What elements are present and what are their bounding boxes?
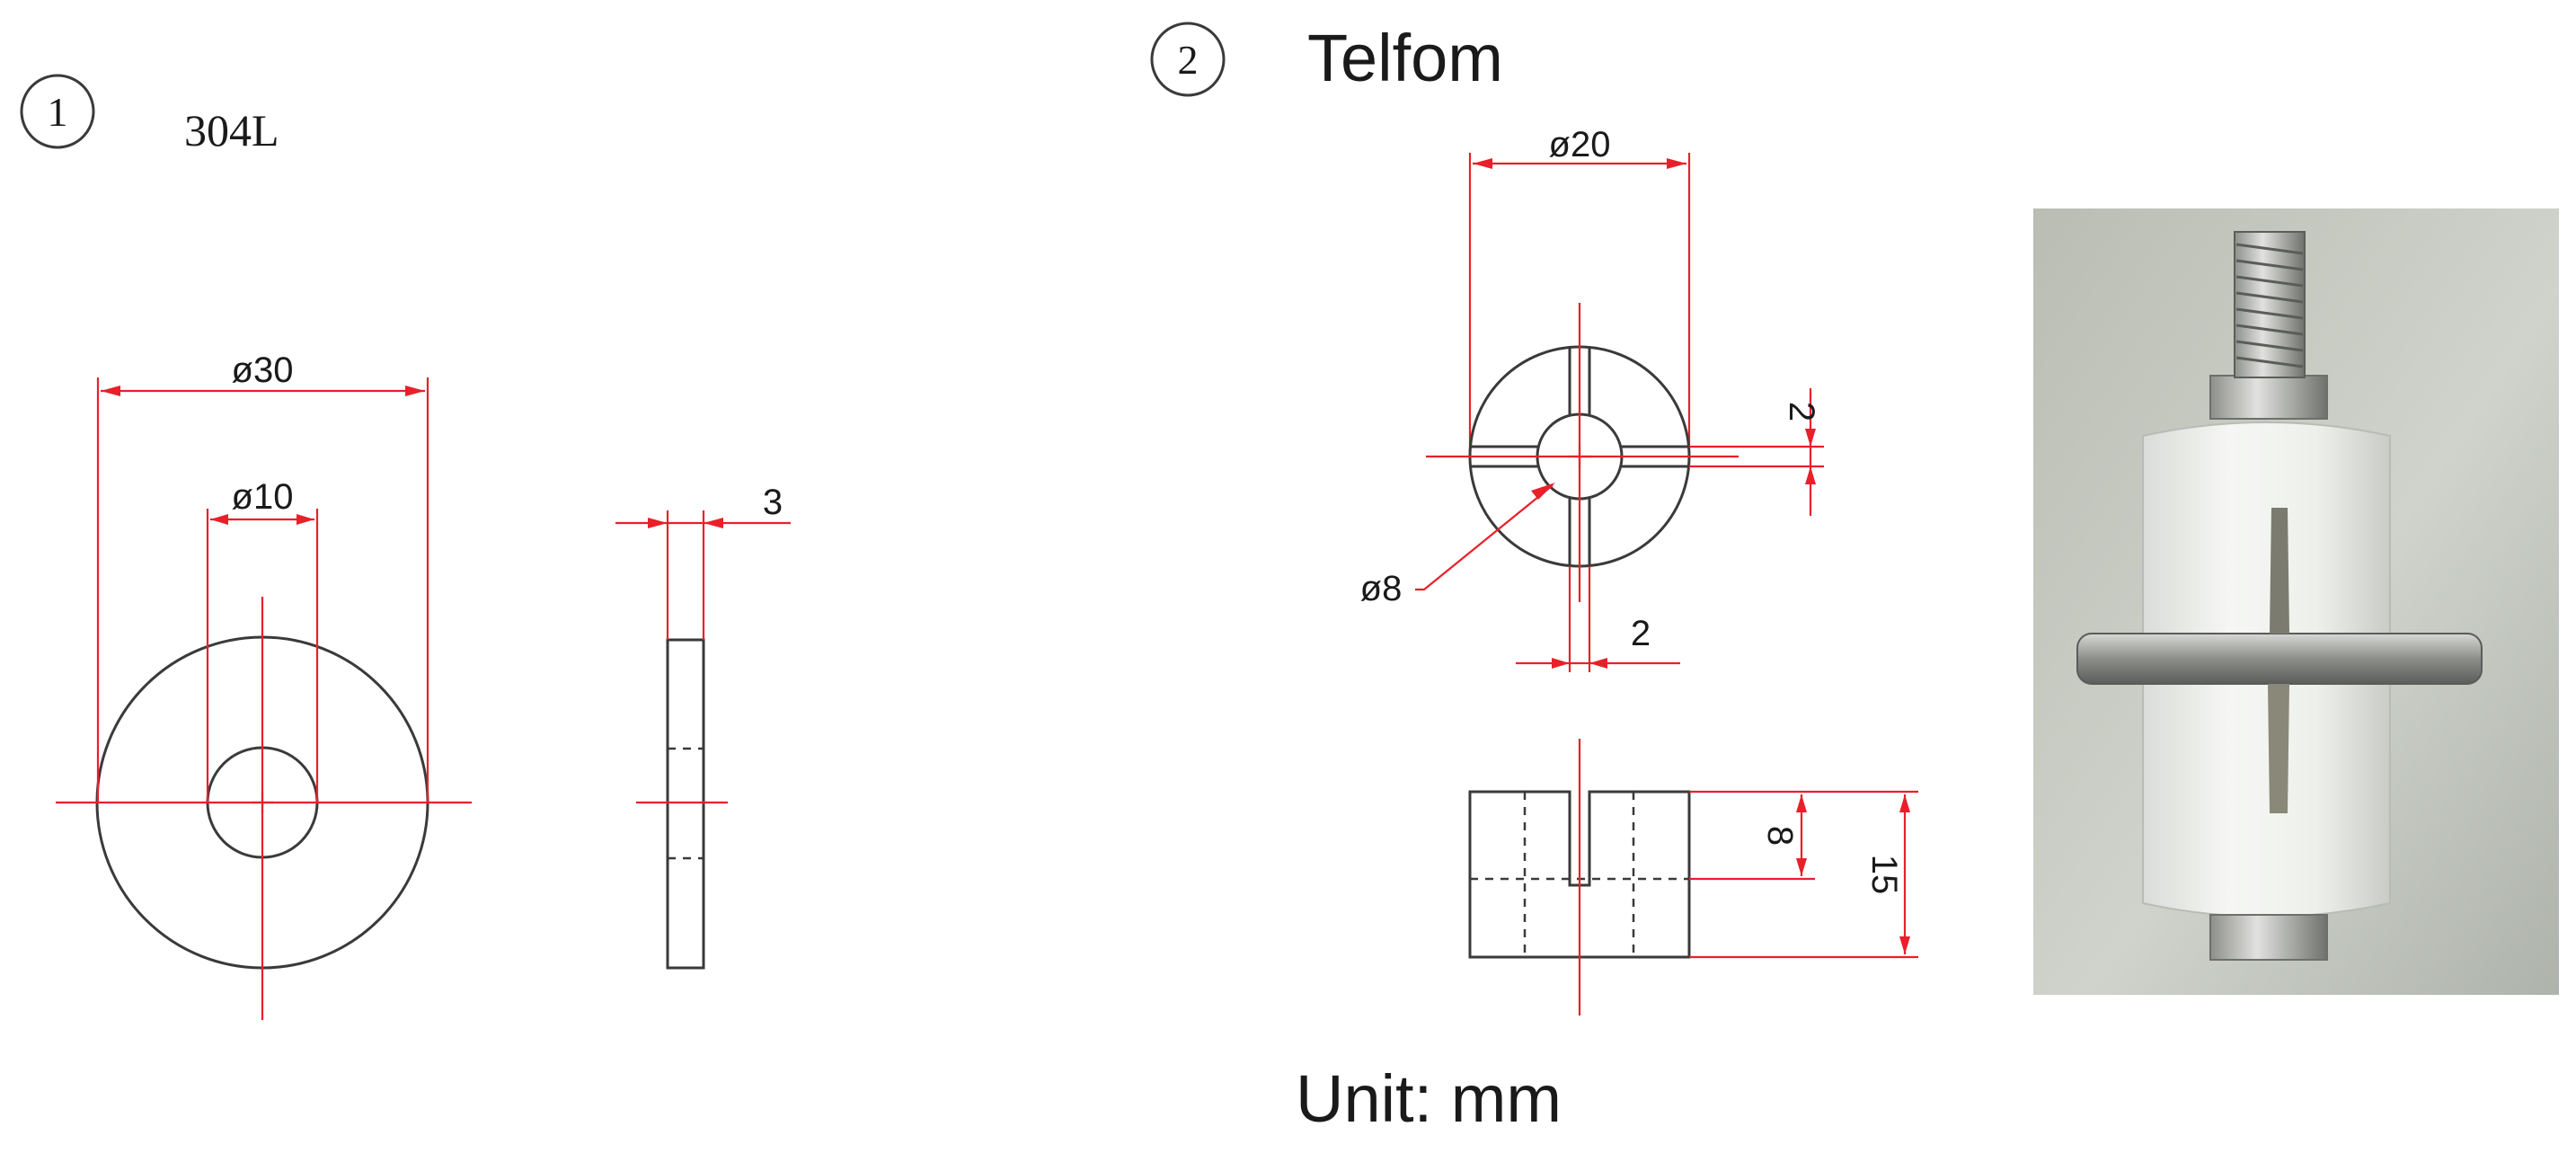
part2-side-view xyxy=(1468,739,1691,1016)
hole-diameter-label: ø8 xyxy=(1360,569,1403,608)
thickness-label: 3 xyxy=(763,483,783,522)
photo-steel-washer xyxy=(2076,633,2483,685)
dimension-hole-diameter: ø8 xyxy=(1360,483,1555,608)
photo-top-nut xyxy=(2209,375,2328,420)
inner-diameter-label: ø10 xyxy=(232,477,294,517)
dimension-inner-diameter: ø10 xyxy=(206,477,319,803)
part2-number: 2 xyxy=(1178,37,1199,83)
dimension-spacer-outer-diameter: ø20 xyxy=(1468,125,1691,457)
photo-teflon-upper xyxy=(2142,421,2391,639)
slot-depth-label: 8 xyxy=(1760,826,1800,846)
part1-side-view: 3 xyxy=(615,483,791,970)
dimension-slot-depth: 8 xyxy=(1689,790,1815,881)
outer-diameter-label: ø30 xyxy=(232,350,294,390)
assembly-photo xyxy=(2033,208,2559,995)
dimension-outer-diameter: ø30 xyxy=(96,350,429,803)
photo-bottom-nut xyxy=(2209,914,2328,961)
part1-material-label: 304L xyxy=(184,105,279,155)
photo-teflon-lower xyxy=(2142,678,2391,918)
slot-width-label-vertical: 2 xyxy=(1782,402,1821,421)
part2-top-view xyxy=(1426,303,1739,602)
dimension-slot-width-bottom: 2 xyxy=(1516,566,1680,672)
part1-front-view xyxy=(56,597,472,1020)
dimension-slot-width-right: 2 xyxy=(1689,388,1824,516)
washer-side-rect xyxy=(666,638,705,970)
part2-number-circle xyxy=(1150,22,1226,97)
part2-group: 2 Telfom ø20 xyxy=(1150,21,1918,1016)
part1-number: 1 xyxy=(48,89,68,135)
photo-slot-lower xyxy=(2268,684,2289,813)
height-label: 15 xyxy=(1864,855,1904,895)
part1-group: 1 304L ø30 ø10 xyxy=(20,74,791,1020)
photo-slot-upper xyxy=(2270,508,2289,634)
spacer-side-outline xyxy=(1468,790,1691,959)
photo-bolt-threads xyxy=(2235,243,2304,368)
photo-bolt xyxy=(2234,231,2306,378)
slot-width-label-horizontal: 2 xyxy=(1631,614,1651,653)
part2-material-label: Telfom xyxy=(1307,21,1503,95)
spacer-outer-diameter-label: ø20 xyxy=(1549,125,1611,164)
part1-number-circle xyxy=(20,74,95,149)
dimension-height: 15 xyxy=(1689,790,1918,959)
unit-label: Unit: mm xyxy=(1296,1061,1562,1136)
